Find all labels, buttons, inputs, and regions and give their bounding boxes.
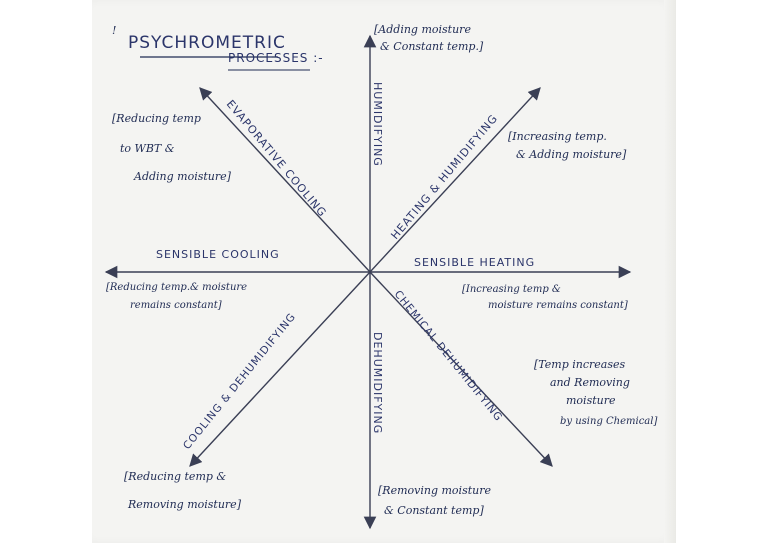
humidifying-note-1: [Adding moisture <box>374 23 471 36</box>
title-mark: ! <box>112 24 116 37</box>
humidifying-label: HUMIDIFYING <box>371 82 384 167</box>
sensible-cooling-note-2: remains constant] <box>130 300 222 311</box>
diagram-subtitle: PROCESSES :- <box>228 51 324 65</box>
heating-humidifying-arrow <box>369 87 541 273</box>
chemical-dehumidifying-note-1: [Temp increases <box>534 358 625 371</box>
heating-humidifying-note-2: & Adding moisture] <box>516 148 627 161</box>
page-edge <box>664 0 676 543</box>
cooling-dehumidifying-note-2: Removing moisture] <box>127 498 242 511</box>
heating-humidifying-note-1: [Increasing temp. <box>508 130 607 143</box>
dehumidifying-note-1: [Removing moisture <box>378 484 491 497</box>
evaporative-cooling-note-2: to WBT & <box>120 142 175 155</box>
sensible-cooling-label: SENSIBLE COOLING <box>156 248 280 261</box>
sensible-cooling-note-1: [Reducing temp.& moisture <box>106 282 247 293</box>
dehumidifying-label: DEHUMIDIFYING <box>371 332 384 434</box>
cooling-dehumidifying-label: COOLING & DEHUMIDIFYING <box>181 311 298 452</box>
sensible-heating-label: SENSIBLE HEATING <box>414 256 535 269</box>
evaporative-cooling-arrow <box>199 87 371 273</box>
chemical-dehumidifying-note-4: by using Chemical] <box>560 416 657 427</box>
chemical-dehumidifying-arrow <box>369 271 553 467</box>
evaporative-cooling-note-1: [Reducing temp <box>112 112 201 125</box>
evaporative-cooling-label: EVAPORATIVE COOLING <box>224 98 329 220</box>
heating-humidifying-label: HEATING & HUMIDIFYING <box>388 112 500 242</box>
cooling-dehumidifying-note-1: [Reducing temp & <box>124 470 226 483</box>
evaporative-cooling-note-3: Adding moisture] <box>133 170 232 183</box>
sensible-heating-note-1: [Increasing temp & <box>462 284 561 295</box>
chemical-dehumidifying-note-2: and Removing <box>550 376 630 389</box>
humidifying-note-2: & Constant temp.] <box>380 40 484 53</box>
sensible-heating-note-2: moisture remains constant] <box>488 300 628 311</box>
chemical-dehumidifying-note-3: moisture <box>566 394 616 407</box>
diagram-title: PSYCHROMETRIC <box>128 33 286 53</box>
dehumidifying-note-2: & Constant temp] <box>384 504 484 517</box>
cooling-dehumidifying-arrow <box>189 271 371 467</box>
